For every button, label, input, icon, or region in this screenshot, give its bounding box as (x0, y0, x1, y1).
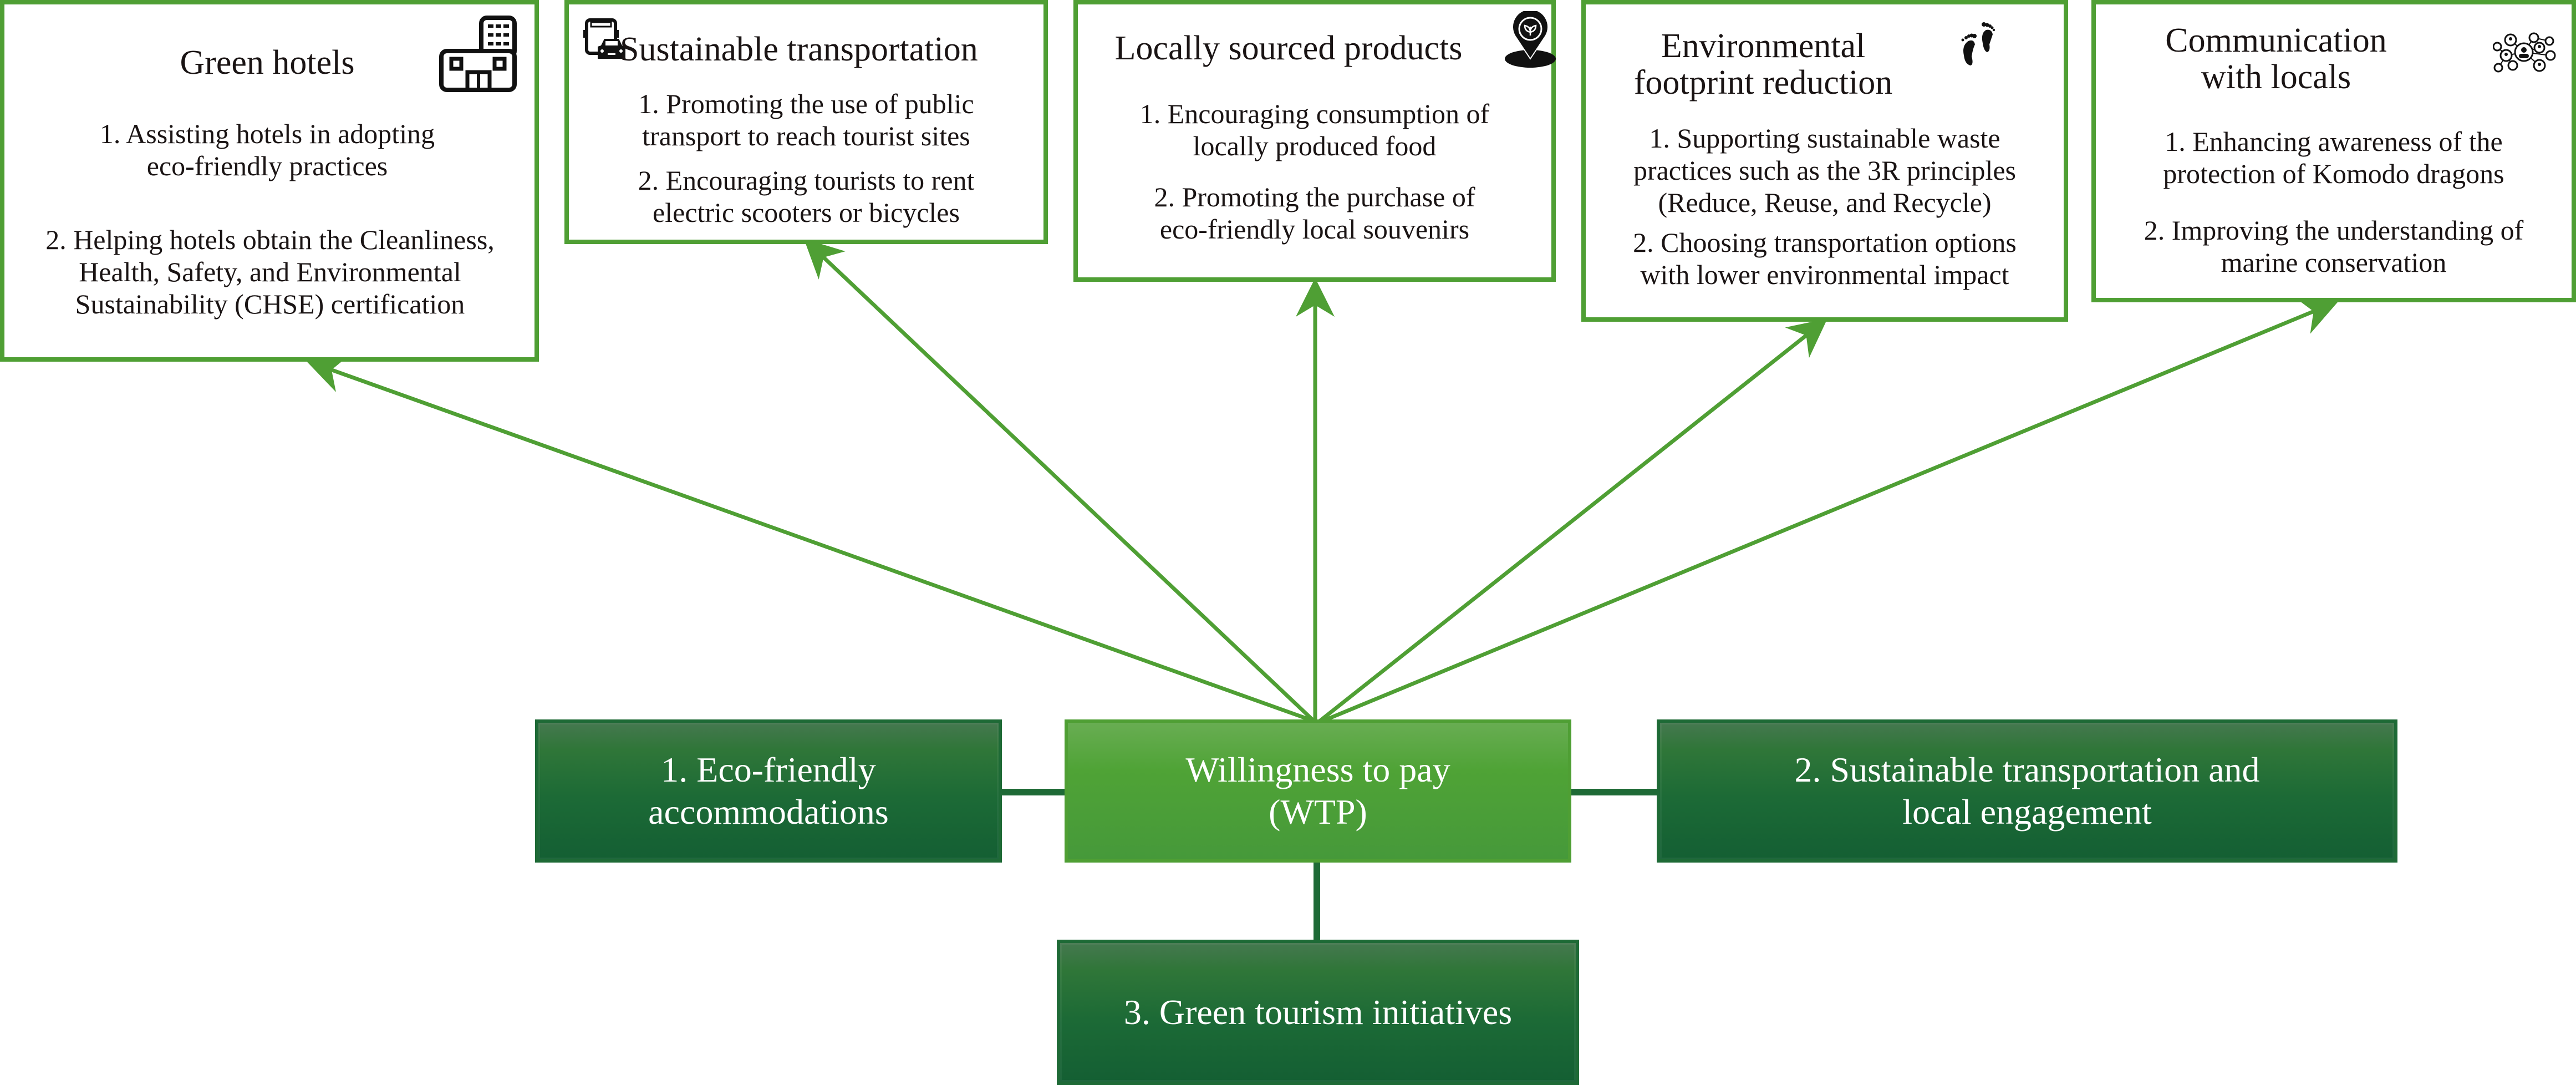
card-item: 1. Enhancing awareness of the protection… (2096, 125, 2572, 190)
card-title: Communication with locals (2118, 22, 2434, 95)
item-line: 2. Encouraging tourists to rent (638, 165, 975, 196)
item-line: practices such as the 3R principles (1633, 155, 2017, 186)
item-line: (Reduce, Reuse, and Recycle) (1658, 187, 1992, 218)
card-item: 2. Promoting the purchase of eco-friendl… (1078, 181, 1551, 245)
card-item: 1. Encouraging consumption of locally pr… (1078, 98, 1551, 162)
item-line: 1. Supporting sustainable waste (1649, 123, 2000, 154)
title-line: Environmental (1661, 27, 1866, 65)
card-sustainable-transportation: Sustainable transportation 1. Promoting … (564, 0, 1048, 244)
title-line: footprint reduction (1633, 64, 1893, 102)
card-title: Locally sourced products (1114, 29, 1463, 67)
category-green-tourism-initiatives: 3. Green tourism initiatives (1057, 940, 1579, 1085)
item-line: eco-friendly local souvenirs (1159, 214, 1470, 245)
item-line: 2. Promoting the purchase of (1154, 181, 1475, 212)
hotel-building-icon (437, 14, 520, 92)
node-line: local engagement (1902, 792, 2152, 832)
node-line: 1. Eco-friendly (661, 750, 876, 789)
card-item: 2. Helping hotels obtain the Cleanliness… (4, 224, 536, 320)
node-line: 3. Green tourism initiatives (1123, 992, 1513, 1032)
card-title: Sustainable transportation (620, 31, 978, 68)
card-item: 1. Supporting sustainable waste practice… (1586, 122, 2064, 219)
card-title: Green hotels (180, 44, 355, 82)
card-green-hotels: Green hotels 1. Assisting hotels in adop… (0, 0, 539, 362)
card-title: Environmental footprint reduction (1608, 28, 1918, 101)
card-locally-sourced-products: Locally sourced products 1. Encouraging … (1073, 0, 1556, 282)
item-line: locally produced food (1193, 130, 1437, 161)
arrow-to-green-hotels (306, 355, 1315, 723)
card-communication-with-locals: Communication with locals 1. Enhancing (2091, 0, 2576, 302)
item-line: 2. Improving the understanding of (2144, 215, 2524, 246)
footprints-icon (1957, 19, 2002, 69)
node-line: Willingness to pay (1185, 750, 1450, 789)
card-item: 2. Encouraging tourists to rent electric… (569, 164, 1043, 229)
item-line: 1. Promoting the use of public (638, 88, 974, 119)
item-line: 2. Choosing transportation options (1633, 227, 2017, 258)
arrow-to-communication-with-locals (1321, 298, 2339, 723)
item-line: electric scooters or bicycles (653, 197, 960, 228)
node-line: 2. Sustainable transportation and (1794, 750, 2260, 789)
item-line: eco-friendly practices (146, 150, 388, 181)
node-line: (WTP) (1269, 792, 1367, 832)
title-line: Communication (2165, 22, 2387, 59)
people-network-icon (2492, 27, 2559, 74)
item-line: protection of Komodo dragons (2163, 158, 2504, 189)
item-line: 2. Helping hotels obtain the Cleanliness… (45, 224, 495, 255)
card-item: 1. Assisting hotels in adopting eco-frie… (4, 118, 530, 182)
node-line: accommodations (648, 792, 889, 832)
item-line: Sustainability (CHSE) certification (75, 288, 465, 320)
item-line: 1. Enhancing awareness of the (2165, 126, 2503, 157)
location-leaf-pin-icon (1503, 8, 1558, 69)
item-line: 1. Encouraging consumption of (1139, 98, 1490, 129)
item-line: transport to reach tourist sites (642, 120, 970, 151)
card-item: 2. Choosing transportation options with … (1586, 226, 2064, 291)
item-line: Health, Safety, and Environmental (79, 256, 461, 287)
card-item: 2. Improving the understanding of marine… (2096, 214, 2572, 278)
arrow-to-footprint-reduction (1318, 318, 1827, 723)
card-item: 1. Promoting the use of public transport… (569, 88, 1043, 152)
center-willingness-to-pay: Willingness to pay (WTP) (1065, 719, 1571, 863)
category-eco-friendly-accommodations: 1. Eco-friendly accommodations (535, 719, 1002, 863)
bus-car-icon (582, 18, 629, 62)
item-line: marine conservation (2221, 247, 2447, 278)
item-line: 1. Assisting hotels in adopting (99, 118, 435, 149)
arrow-to-sustainable-transportation (803, 239, 1316, 723)
title-line: with locals (2201, 58, 2351, 96)
item-line: with lower environmental impact (1640, 259, 2009, 290)
card-environmental-footprint-reduction: Environmental footprint reduction 1. Sup… (1581, 0, 2068, 322)
category-sustainable-transportation-local-engagement: 2. Sustainable transportation and local … (1657, 719, 2397, 863)
